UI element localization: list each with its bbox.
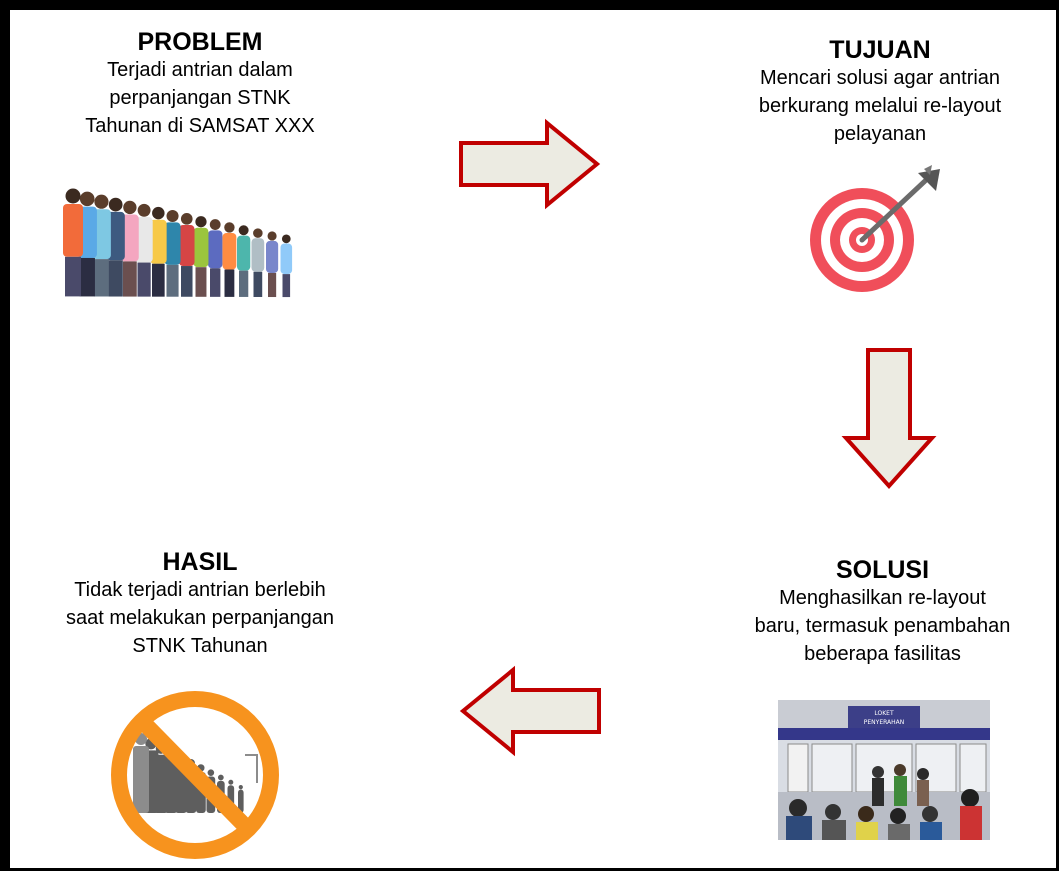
solusi-line-1: Menghasilkan re-layout [779,587,986,609]
tujuan-line-1: Mencari solusi agar antrian [759,67,1001,89]
tujuan-line-3: pelayanan [833,123,927,145]
no-queue-icon [111,691,279,859]
arrow-left [459,665,601,757]
photo-sign-line1: LOKET [874,710,894,717]
tujuan-title: TUJUAN [829,36,931,64]
queue-people-icon [63,188,293,298]
arrow-down [841,348,937,489]
solusi-line-2: baru, termasuk penambahan [754,615,1011,637]
problem-line-3: Tahunan di SAMSAT XXX [85,115,315,137]
hasil-line-3: STNK Tahunan [132,635,268,657]
hasil-line-2: saat melakukan perpanjangan [66,607,334,629]
arrow-right [459,118,601,210]
problem-line-1: Terjadi antrian dalam [107,59,293,81]
hasil-line-1: Tidak terjadi antrian berlebih [74,579,326,601]
problem-line-2: perpanjangan STNK [109,87,291,109]
solusi-block: SOLUSI Menghasilkan re-layout baru, term… [700,556,1059,668]
photo-sign-line2: PENYERAHAN [864,719,905,726]
service-counter-photo: LOKET PENYERAHAN [778,700,990,840]
hasil-block: HASIL Tidak terjadi antrian berlebih saa… [20,548,380,660]
tujuan-block: TUJUAN Mencari solusi agar antrian berku… [700,36,1059,148]
hasil-title: HASIL [162,548,238,576]
tujuan-line-2: berkurang melalui re-layout [758,95,1002,117]
problem-title: PROBLEM [137,28,263,56]
problem-block: PROBLEM Terjadi antrian dalam perpanjang… [20,28,380,140]
solusi-title: SOLUSI [835,556,930,584]
target-icon [810,165,940,292]
solusi-line-3: beberapa fasilitas [804,643,961,665]
